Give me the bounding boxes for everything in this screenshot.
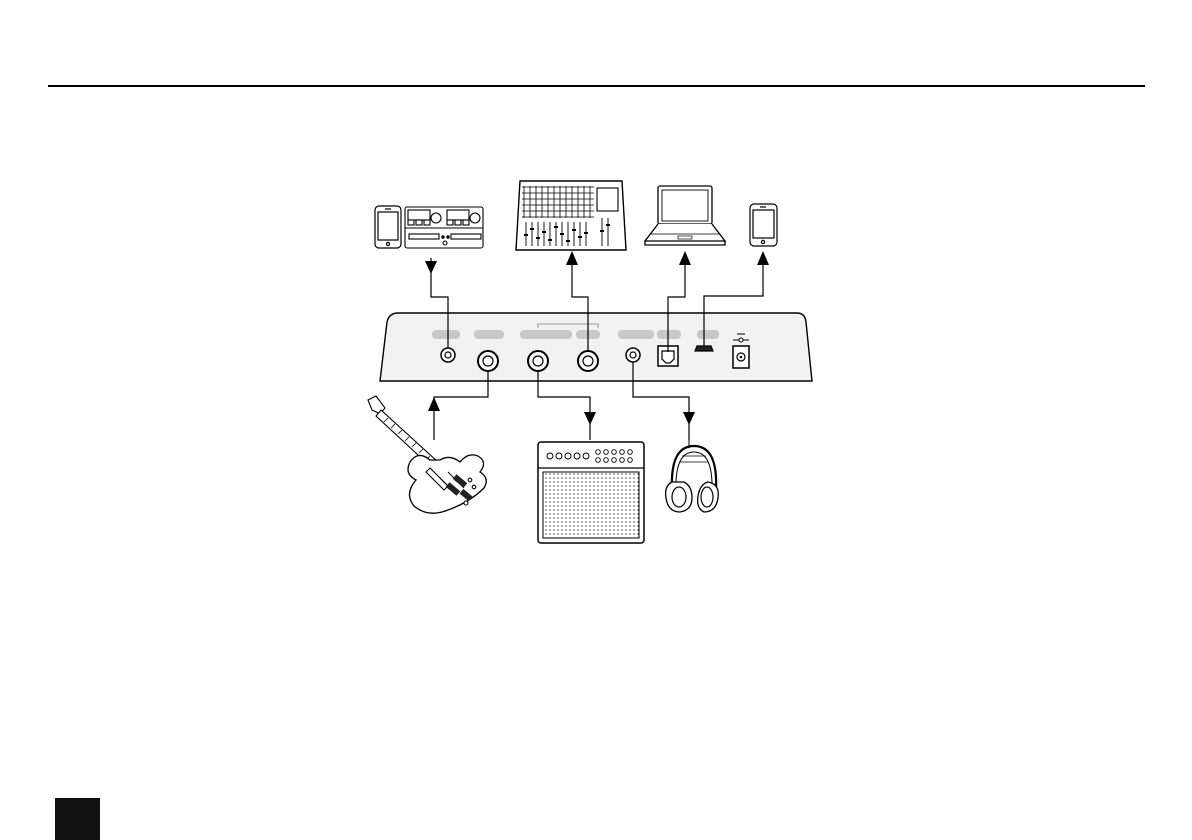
arrow-down-icon [584, 412, 596, 425]
arrow-down-icon [683, 412, 695, 425]
unit-rear-panel [380, 313, 812, 381]
guitar-amplifier-icon [538, 442, 644, 543]
amp-output-jack [528, 351, 548, 371]
arrow-up-icon [679, 251, 691, 265]
electric-guitar-icon [368, 396, 486, 513]
line-output-jack [578, 351, 598, 371]
arrow-up-icon [428, 397, 440, 411]
smartphone-icon [375, 206, 401, 248]
arrow-up-icon [757, 251, 769, 265]
headphone-jack [626, 348, 640, 362]
arrow-up-icon [566, 251, 578, 265]
page-number-tab [55, 798, 100, 840]
aux-in-jack [441, 348, 455, 362]
mixing-console-icon [516, 181, 626, 250]
cd-player-icon [405, 207, 483, 248]
guitar-input-jack [478, 351, 498, 371]
laptop-icon [645, 186, 725, 245]
headphones-icon [666, 440, 719, 512]
arrow-down-icon [425, 261, 437, 274]
micro-usb-port [695, 346, 713, 351]
smartphone-icon [750, 204, 777, 246]
